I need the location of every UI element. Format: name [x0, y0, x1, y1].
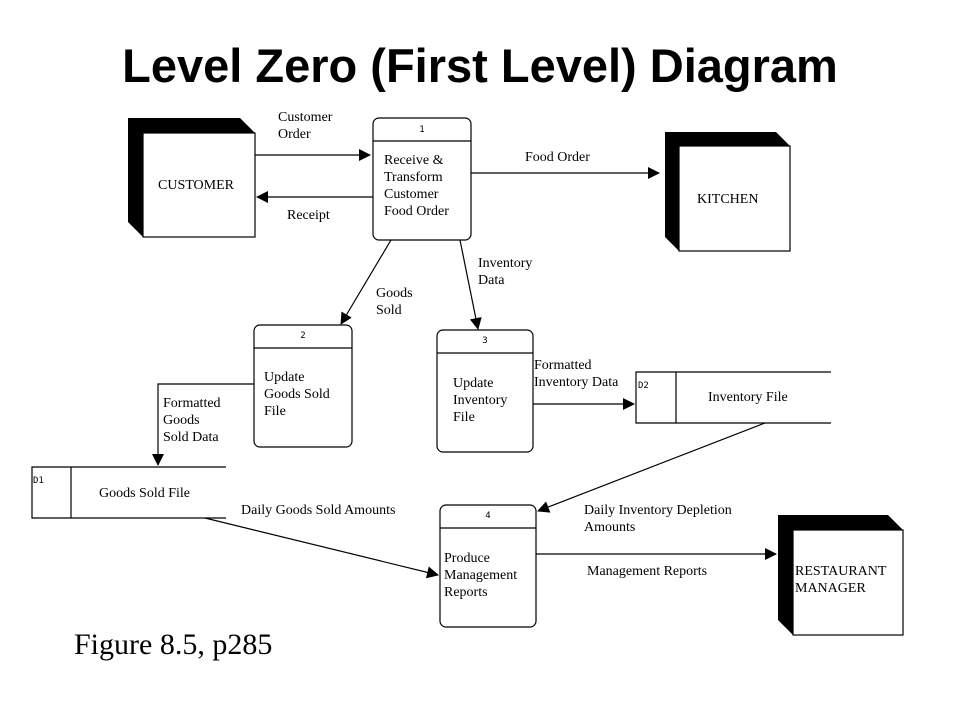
- flow-label-formatted-inventory-2: Inventory Data: [534, 375, 619, 390]
- process-2-line-1: Update: [264, 370, 304, 385]
- process-3-line-3: File: [453, 410, 475, 425]
- flow-label-daily-inventory-1: Daily Inventory Depletion: [584, 503, 732, 518]
- process-4-line-1: Produce: [444, 551, 490, 566]
- figure-caption: Figure 8.5, p285: [74, 628, 273, 661]
- process-2-line-2: Goods Sold: [264, 387, 330, 402]
- data-store-d2: D2 Inventory File: [635, 371, 831, 424]
- diagram-title: Level Zero (First Level) Diagram: [122, 39, 838, 92]
- entity-restaurant-manager: RESTAURANT MANAGER: [778, 515, 904, 636]
- flow-label-inventory-data-2: Data: [478, 273, 505, 288]
- data-store-d1-id: D1: [33, 476, 44, 486]
- entity-customer: CUSTOMER: [128, 118, 256, 238]
- entity-manager-label-1: RESTAURANT: [795, 564, 887, 579]
- process-2-line-3: File: [264, 404, 286, 419]
- process-3-line-1: Update: [453, 376, 493, 391]
- data-store-d1-name: Goods Sold File: [99, 486, 190, 501]
- flow-label-food-order: Food Order: [525, 150, 590, 165]
- process-1-line-3: Customer: [384, 187, 439, 202]
- process-2-number: 2: [300, 331, 305, 341]
- flow-formatted-goods-sold: [152, 383, 254, 466]
- flow-label-inventory-data-1: Inventory: [478, 256, 532, 271]
- flow-label-goods-sold-1: Goods: [376, 286, 413, 301]
- process-1-line-4: Food Order: [384, 204, 449, 219]
- flow-label-daily-goods-sold: Daily Goods Sold Amounts: [241, 503, 395, 518]
- flow-label-formatted-goods-3: Sold Data: [163, 430, 219, 445]
- flow-label-customer-order-2: Order: [278, 127, 311, 142]
- process-4-line-2: Management: [444, 568, 517, 583]
- flow-daily-inventory: [537, 422, 766, 513]
- process-1-number: 1: [419, 125, 424, 135]
- entity-manager-label-2: MANAGER: [795, 581, 866, 596]
- flow-label-daily-inventory-2: Amounts: [584, 520, 635, 535]
- process-3-number: 3: [482, 336, 487, 346]
- process-2: 2 Update Goods Sold File: [253, 324, 353, 448]
- flow-inventory-data: [459, 239, 482, 330]
- process-4-number: 4: [485, 511, 490, 521]
- data-store-d2-name: Inventory File: [708, 390, 788, 405]
- flow-label-formatted-inventory-1: Formatted: [534, 358, 592, 373]
- process-3-line-2: Inventory: [453, 393, 507, 408]
- process-4: 4 Produce Management Reports: [439, 504, 537, 628]
- flow-daily-goods-sold: [204, 517, 439, 579]
- flow-label-customer-order-1: Customer: [278, 110, 333, 125]
- entity-customer-label: CUSTOMER: [158, 178, 235, 193]
- flow-label-goods-sold-2: Sold: [376, 303, 402, 318]
- process-3: 3 Update Inventory File: [436, 329, 534, 453]
- flow-label-receipt: Receipt: [287, 208, 330, 223]
- entity-kitchen-label: KITCHEN: [697, 192, 758, 207]
- flow-label-formatted-goods-2: Goods: [163, 413, 200, 428]
- data-store-d2-id: D2: [638, 381, 649, 391]
- process-1-line-1: Receive &: [384, 153, 444, 168]
- data-store-d1: D1 Goods Sold File: [31, 466, 226, 519]
- flow-goods-sold: [340, 239, 392, 325]
- process-1: 1 Receive & Transform Customer Food Orde…: [372, 117, 472, 241]
- process-4-line-3: Reports: [444, 585, 488, 600]
- process-1-line-2: Transform: [384, 170, 443, 185]
- flow-label-management-reports: Management Reports: [587, 564, 707, 579]
- flow-label-formatted-goods-1: Formatted: [163, 396, 221, 411]
- entity-kitchen: KITCHEN: [665, 132, 791, 252]
